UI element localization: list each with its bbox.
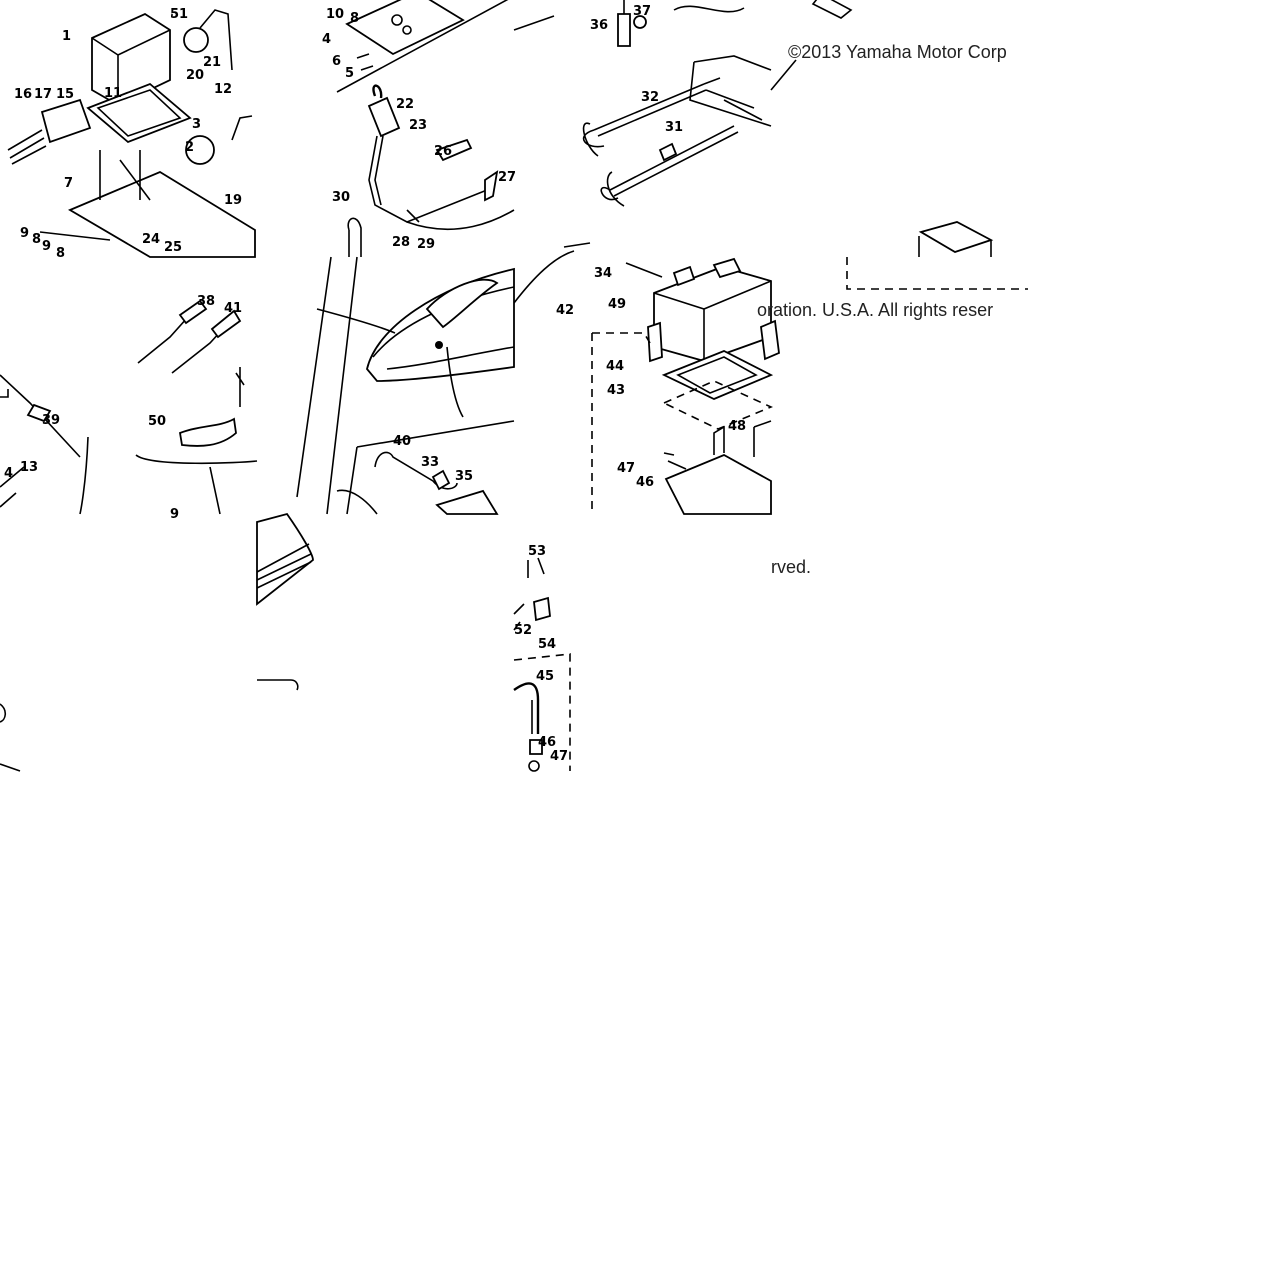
callout-label: 46 [538, 735, 556, 750]
callout-label: 27 [498, 170, 516, 185]
callout-label: 10 [326, 7, 344, 22]
callout-label: 36 [590, 18, 608, 33]
callout-label: 38 [197, 294, 215, 309]
callout-label: 24 [142, 232, 160, 247]
callout-label: 49 [608, 297, 626, 312]
junction-box-drawing: 10 8 4 6 5 22 23 26 27 30 28 29 [322, 0, 516, 257]
diagram-tile-fragment-left [0, 514, 257, 772]
battery-outline-drawing [770, 0, 994, 257]
callout-label: 13 [20, 460, 38, 475]
callout-label: 54 [538, 637, 556, 652]
callout-label: 26 [434, 144, 452, 159]
diagram-tile-battery: 34 49 42 44 43 48 47 46 [513, 242, 774, 515]
callout-label: 45 [536, 669, 554, 684]
callout-label: 51 [170, 7, 188, 22]
callout-label: 7 [64, 176, 73, 191]
hull-fragment-drawing [256, 512, 314, 691]
diagram-tile-fuse-holder: 53 52 54 45 46 47 [513, 514, 771, 772]
cdi-unit-drawing: 51 1 21 20 12 16 17 15 11 3 2 7 19 9 8 9… [7, 7, 256, 261]
callout-label: 9 [42, 239, 51, 254]
fragment-left-drawing [0, 703, 21, 772]
callout-label: 41 [224, 301, 242, 316]
callout-label: 15 [56, 87, 74, 102]
callout-label: 53 [528, 544, 546, 559]
copyright-text-part-2: oration. U.S.A. All rights reser [757, 300, 994, 320]
callout-label: 19 [224, 193, 242, 208]
battery-box-corner-drawing [760, 257, 1028, 361]
callout-label: 32 [641, 90, 659, 105]
callout-label: 4 [4, 466, 13, 481]
callout-label: 9 [170, 507, 179, 522]
diagram-tile-junction-box: 10 8 4 6 5 22 23 26 27 30 28 29 [257, 0, 516, 257]
callout-label: 20 [186, 68, 204, 83]
callout-label: 43 [607, 383, 625, 398]
callout-label: 48 [728, 419, 746, 434]
callout-label: 40 [393, 434, 411, 449]
callout-label: 31 [665, 120, 683, 135]
callout-label: 1 [62, 29, 71, 44]
callout-label: 8 [56, 246, 65, 261]
callout-label: 21 [203, 55, 221, 70]
battery-drawing: 34 49 42 44 43 48 47 46 [513, 242, 774, 515]
callout-label: 23 [409, 118, 427, 133]
callout-label: 12 [214, 82, 232, 97]
fuse-holder-drawing: 53 52 54 45 46 47 [513, 544, 571, 772]
diagram-tile-battery-box-corner [760, 257, 1028, 514]
callout-label: 52 [514, 623, 532, 638]
callout-label: 2 [185, 140, 194, 155]
callout-label: 8 [350, 11, 359, 26]
copyright-text-part-1: ©2013 Yamaha Motor Corp [788, 42, 1007, 62]
callout-label: 29 [417, 237, 435, 252]
callout-label: 47 [550, 749, 568, 764]
callout-label: 17 [34, 87, 52, 102]
callout-label: 25 [164, 240, 182, 255]
diagram-tile-hull-fragment [256, 512, 514, 771]
callout-label: 37 [633, 4, 651, 19]
callout-label: 4 [322, 32, 331, 47]
callout-label: 16 [14, 87, 32, 102]
callout-label: 6 [332, 54, 341, 69]
callout-label: 46 [636, 475, 654, 490]
callout-label: 34 [594, 266, 612, 281]
callout-label: 42 [556, 303, 574, 318]
callout-label: 5 [345, 66, 354, 81]
diagram-tile-cdi-unit: 51 1 21 20 12 16 17 15 11 3 2 7 19 9 8 9… [0, 0, 257, 261]
callout-label: 47 [617, 461, 635, 476]
callout-label: 44 [606, 359, 624, 374]
callout-label: 35 [455, 469, 473, 484]
callout-label: 9 [20, 226, 29, 241]
copyright-text-part-3: rved. [771, 557, 812, 577]
diagram-tile-battery-outline [770, 0, 1028, 257]
callout-label: 50 [148, 414, 166, 429]
diagram-tile-wire-harness: 36 37 32 31 [513, 0, 772, 257]
callout-label: 39 [42, 413, 60, 428]
callout-label: 11 [104, 86, 122, 101]
diagram-tile-sensors: 38 41 39 50 4 13 9 [0, 257, 258, 522]
callout-label: 22 [396, 97, 414, 112]
wire-harness-drawing: 36 37 32 31 [513, 0, 772, 207]
callout-label: 30 [332, 190, 350, 205]
watercraft-drawing: 40 33 35 [296, 256, 515, 515]
callout-label: 28 [392, 235, 410, 250]
sensors-drawing: 38 41 39 50 4 13 9 [0, 294, 258, 522]
callout-label: 8 [32, 232, 41, 247]
callout-label: 3 [192, 117, 201, 132]
diagram-tile-watercraft: 40 33 35 [257, 256, 515, 515]
callout-label: 33 [421, 455, 439, 470]
